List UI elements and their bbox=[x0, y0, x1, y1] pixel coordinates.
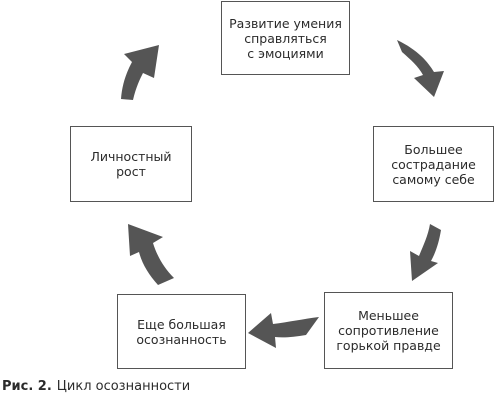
node-self-compassion: Большее сострадание самому себе bbox=[373, 126, 494, 202]
arrow-3-to-4 bbox=[248, 313, 319, 348]
arrow-1-to-2 bbox=[397, 40, 444, 97]
node-more-mindfulness-text: Еще большая осознанность bbox=[136, 316, 227, 347]
node-emotion-skills: Развитие умения справляться с эмоциями bbox=[221, 1, 350, 75]
node-less-resistance: Меньшее сопротивление горькой правде bbox=[324, 292, 453, 369]
figure-caption: Рис. 2. Цикл осознанности bbox=[2, 379, 190, 394]
node-personal-growth: Личностный рост bbox=[70, 126, 192, 202]
arrow-5-to-1 bbox=[121, 45, 159, 100]
arrow-4-to-5 bbox=[128, 224, 174, 285]
node-personal-growth-text: Личностный рост bbox=[90, 149, 172, 179]
figure-caption-text: Цикл осознанности bbox=[56, 379, 191, 394]
node-more-mindfulness: Еще большая осознанность bbox=[117, 294, 246, 369]
node-self-compassion-text: Большее сострадание самому себе bbox=[391, 141, 476, 187]
node-less-resistance-text: Меньшее сопротивление горькой правде bbox=[336, 308, 441, 353]
figure-caption-label: Рис. 2. bbox=[2, 379, 52, 394]
arrow-2-to-3 bbox=[410, 224, 441, 281]
node-emotion-skills-text: Развитие умения справляться с эмоциями bbox=[229, 15, 342, 61]
